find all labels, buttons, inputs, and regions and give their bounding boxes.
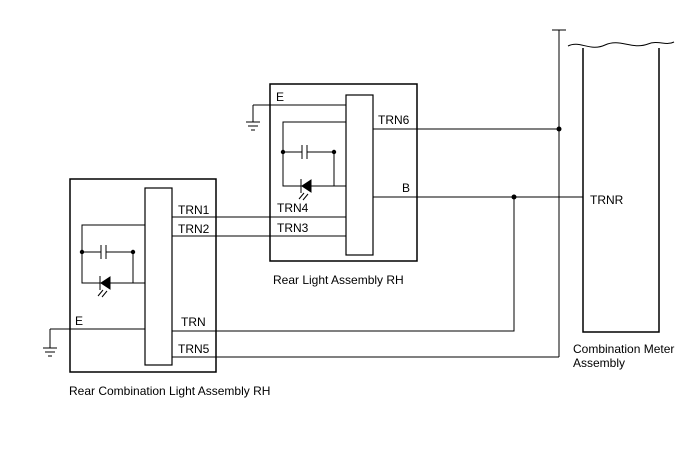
mid-junction-left <box>280 149 286 155</box>
left-led-icon <box>100 276 111 290</box>
left-assembly-label: Rear Combination Light Assembly RH <box>69 384 270 398</box>
mid-assembly-label: Rear Light Assembly RH <box>273 273 404 287</box>
mid-pin-e: E <box>276 90 284 104</box>
rear-combination-light-assembly-rh: E TRN1 TRN2 TRN TRN5 Rear Combination Li… <box>43 178 270 398</box>
combination-meter-assembly: TRNR Combination Meter Assembly <box>567 41 675 370</box>
meter-pin-trnr: TRNR <box>590 193 624 207</box>
meter-body <box>582 48 660 333</box>
wire-trn <box>172 197 515 332</box>
left-assembly-box <box>69 178 217 373</box>
wiring <box>172 126 583 358</box>
left-pin-trn1: TRN1 <box>178 203 210 217</box>
mid-pin-trn3: TRN3 <box>277 221 309 235</box>
meter-torn-top-edge <box>567 41 675 48</box>
junction-trn6-bus <box>556 126 562 132</box>
mid-pin-b: B <box>402 181 410 195</box>
left-internal-loop <box>81 224 145 284</box>
left-pin-e: E <box>75 314 83 328</box>
left-junction-left <box>79 249 85 255</box>
left-led-rays <box>97 289 108 298</box>
left-ground-icon <box>43 347 57 357</box>
meter-label-line1: Combination Meter <box>573 342 674 356</box>
rear-light-assembly-rh: E TRN6 B TRN4 TRN3 Rear Light Assembly R… <box>246 83 418 287</box>
vertical-bus <box>552 29 566 357</box>
left-assembly-module <box>144 187 173 366</box>
mid-led-rays <box>298 192 309 201</box>
mid-pin-trn6: TRN6 <box>378 113 410 127</box>
left-pin-trn: TRN <box>181 315 206 329</box>
left-pin-trn2: TRN2 <box>178 222 210 236</box>
mid-assembly-box <box>269 83 418 262</box>
meter-label-line2: Assembly <box>573 356 625 370</box>
mid-junction-right <box>331 149 337 155</box>
left-junction-right <box>130 249 136 255</box>
mid-pin-trn4: TRN4 <box>277 201 309 215</box>
left-pin-trn5: TRN5 <box>178 342 210 356</box>
mid-ground-icon <box>246 121 260 131</box>
mid-led-icon <box>301 179 312 193</box>
mid-assembly-module <box>345 94 374 256</box>
mid-internal-loop <box>282 121 346 187</box>
